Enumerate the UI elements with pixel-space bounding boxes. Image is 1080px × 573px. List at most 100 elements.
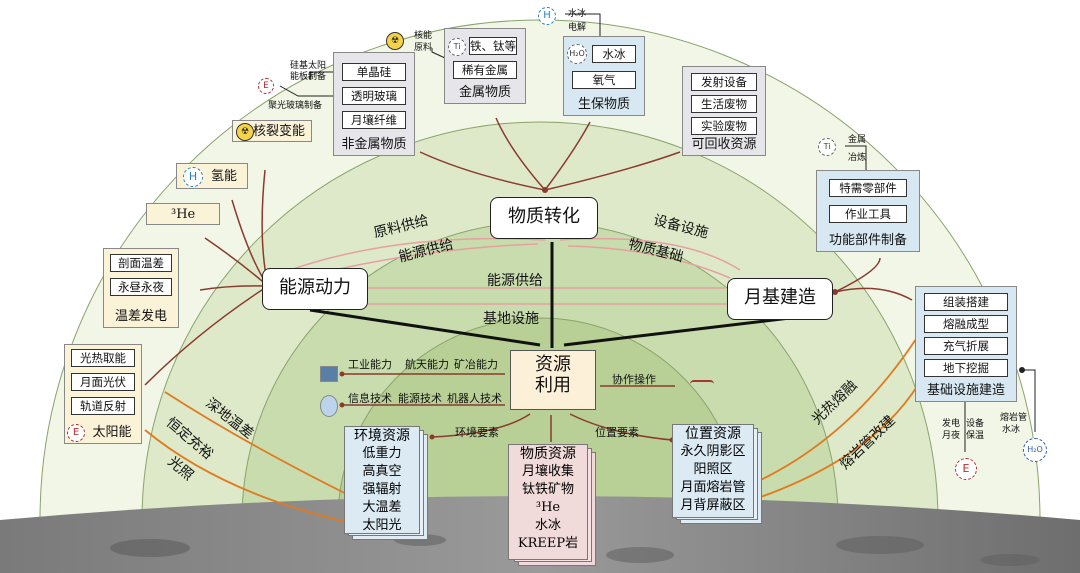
material-resources: 物质资源 月壤收集 钛铁矿物 ³He 水冰 KREEP岩 bbox=[508, 444, 588, 560]
note-smelting: 冶炼 bbox=[848, 153, 867, 163]
func-title: 功能部件制备 bbox=[828, 233, 907, 248]
env-factor-label: 环境要素 bbox=[455, 426, 499, 439]
energy-power-node: 能源动力 bbox=[262, 268, 368, 310]
energy-e-badge-small: E bbox=[258, 78, 274, 94]
nonmetal-title: 非金属物质 bbox=[341, 137, 407, 152]
infrastructure-group: 组装搭建 熔融成型 充气折展 地下挖掘 基础设施建造 bbox=[915, 286, 1017, 402]
infra-item: 充气折展 bbox=[924, 337, 1008, 355]
label-energy-supply-2: 能源供给 bbox=[487, 273, 543, 289]
material-transformation-node: 物质转化 bbox=[490, 197, 598, 239]
note-electrolysis: 电解 bbox=[568, 23, 587, 33]
ti-badge-func: Ti bbox=[818, 138, 836, 156]
resource-utilization-hub: 资源 利用 bbox=[510, 350, 596, 410]
cap-industry: 工业能力 bbox=[348, 358, 392, 371]
solar-item: 轨道反射 bbox=[71, 397, 135, 415]
h2o-badge-2: H₂O bbox=[1023, 438, 1047, 462]
pos-factor-label: 位置要素 bbox=[595, 426, 639, 439]
note-nuclear-a: 核能 bbox=[414, 31, 433, 41]
functional-parts-group: 特需零部件 作业工具 功能部件制备 bbox=[816, 170, 920, 252]
env-item: 低重力 bbox=[362, 446, 402, 461]
nonmetal-item: 透明玻璃 bbox=[342, 87, 406, 105]
env-item: 高真空 bbox=[362, 464, 402, 479]
env-item: 太阳光 bbox=[362, 518, 402, 533]
func-item: 特需零部件 bbox=[829, 179, 907, 197]
recycle-item: 生活废物 bbox=[691, 95, 757, 113]
env-title: 环境资源 bbox=[354, 428, 410, 444]
thermo-title: 温差发电 bbox=[114, 309, 167, 324]
ti-badge: Ti bbox=[448, 38, 466, 56]
bio-item: 氧气 bbox=[572, 71, 636, 89]
h2o-badge: H₂O bbox=[567, 44, 587, 64]
thermo-item: 剖面温差 bbox=[110, 254, 172, 272]
hydrogen-badge: H bbox=[183, 167, 203, 187]
mat-item: 水冰 bbox=[534, 518, 561, 533]
recycle-item: 发射设备 bbox=[691, 73, 757, 91]
note-lunar-night: 月夜 bbox=[942, 431, 961, 441]
he3-energy: ³He bbox=[146, 203, 220, 225]
mat-item: ³He bbox=[535, 500, 561, 515]
recycle-title: 可回收资源 bbox=[691, 137, 757, 152]
cap-robot-tech: 机器人技术 bbox=[447, 392, 502, 405]
position-resources: 位置资源 永久阴影区 阳照区 月面熔岩管 月背屏蔽区 bbox=[672, 424, 754, 518]
note-equipment: 设备 bbox=[966, 419, 985, 429]
note-insulation: 保温 bbox=[966, 431, 985, 441]
recyclable-group: 发射设备 生活废物 实验废物 可回收资源 bbox=[682, 66, 766, 156]
thermoelectric-group: 剖面温差 永昼永夜 温差发电 bbox=[103, 248, 179, 328]
solar-item: 月面光伏 bbox=[71, 373, 135, 391]
solar-group: 光热取能 月面光伏 轨道反射 太阳能 bbox=[64, 344, 142, 444]
hub-line1: 资源 bbox=[535, 354, 571, 375]
env-resources: 环境资源 低重力 高真空 强辐射 大温差 太阳光 bbox=[344, 426, 420, 534]
thermo-item: 永昼永夜 bbox=[110, 278, 172, 296]
note-metal: 金属 bbox=[848, 135, 867, 145]
mat-item: KREEP岩 bbox=[517, 536, 579, 551]
note-water-ice: 水冰 bbox=[568, 9, 587, 19]
cooperative-operation: 协作操作 bbox=[612, 373, 656, 386]
pos-item: 月面熔岩管 bbox=[680, 480, 746, 495]
env-item: 强辐射 bbox=[362, 482, 402, 497]
solar-e-badge: E bbox=[67, 424, 85, 442]
pos-item: 月背屏蔽区 bbox=[680, 498, 746, 513]
infra-item: 熔融成型 bbox=[924, 315, 1008, 333]
cap-aerospace: 航天能力 bbox=[405, 358, 449, 371]
infra-item: 组装搭建 bbox=[924, 293, 1008, 311]
note-water-ice-2: 水冰 bbox=[1002, 425, 1021, 435]
label-base-facility: 基地设施 bbox=[483, 311, 539, 327]
nuclear-icon: ☢ bbox=[386, 32, 404, 50]
nonmetal-item: 单晶硅 bbox=[342, 63, 406, 81]
bio-title: 生保物质 bbox=[577, 97, 630, 112]
mat-item: 钛铁矿物 bbox=[521, 482, 574, 497]
hydrogen-badge-small: H bbox=[538, 7, 556, 25]
infra-item: 地下挖掘 bbox=[924, 359, 1008, 377]
metal-item: 稀有金属 bbox=[453, 61, 517, 79]
nonmetal-item: 月壤纤维 bbox=[342, 111, 406, 129]
solar-title: 太阳能 bbox=[92, 425, 132, 440]
metal-title: 金属物质 bbox=[458, 85, 511, 100]
note-concentrator-glass: 聚光玻璃制备 bbox=[268, 101, 323, 111]
pos-item: 阳照区 bbox=[693, 462, 733, 477]
cap-mining: 矿冶能力 bbox=[454, 358, 498, 371]
cap-info-tech: 信息技术 bbox=[348, 392, 392, 405]
pos-title: 位置资源 bbox=[685, 426, 741, 442]
infra-title: 基础设施建造 bbox=[926, 383, 1005, 398]
pos-item: 永久阴影区 bbox=[680, 444, 746, 459]
nuclear-icon-2: ☢ bbox=[236, 123, 254, 141]
note-solar-panel-a: 硅基太阳 bbox=[290, 61, 327, 71]
cap-energy-tech: 能源技术 bbox=[398, 392, 442, 405]
tech-thumbnail bbox=[320, 395, 338, 417]
note-lava-tube: 熔岩管 bbox=[1000, 413, 1028, 423]
recycle-item: 实验废物 bbox=[691, 117, 757, 135]
mat-item: 月壤收集 bbox=[521, 464, 574, 479]
hub-line2: 利用 bbox=[535, 375, 571, 396]
note-nuclear-b: 原料 bbox=[414, 43, 433, 53]
industry-thumbnail bbox=[320, 366, 338, 382]
note-solar-panel-b: 能板制备 bbox=[290, 72, 327, 82]
func-item: 作业工具 bbox=[829, 205, 907, 223]
energy-e-badge: E bbox=[955, 458, 977, 480]
nonmetal-group: 单晶硅 透明玻璃 月壤纤维 非金属物质 bbox=[333, 52, 415, 156]
bio-item: 水冰 bbox=[592, 45, 636, 63]
drone-icon bbox=[690, 380, 714, 394]
solar-item: 光热取能 bbox=[71, 349, 135, 367]
mat-title: 物质资源 bbox=[520, 446, 576, 462]
lunar-base-node: 月基建造 bbox=[727, 278, 833, 320]
